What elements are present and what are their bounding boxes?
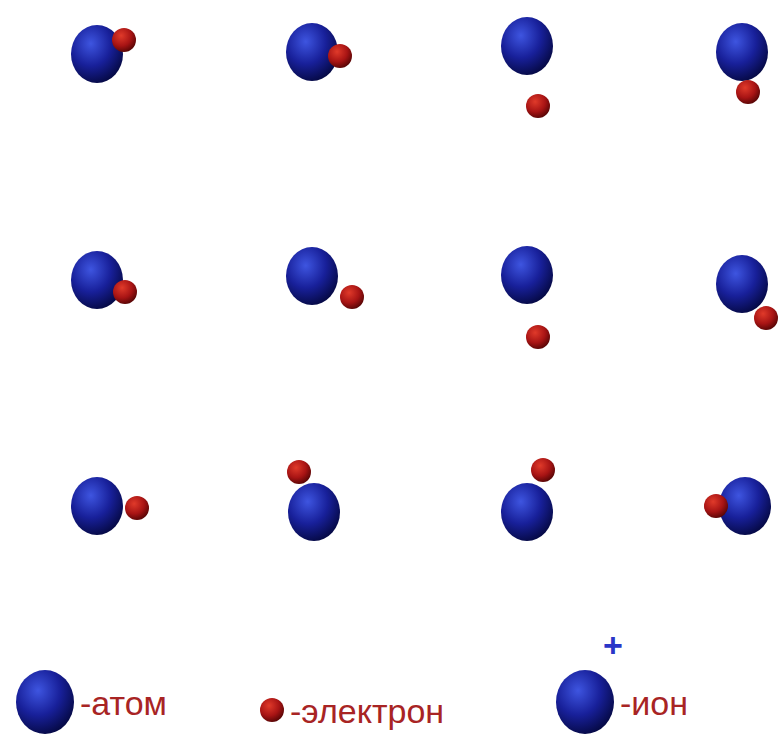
atom — [71, 477, 123, 535]
electron — [754, 306, 778, 330]
atom — [501, 246, 553, 304]
ion-sample — [556, 670, 614, 734]
electron-sample — [260, 698, 284, 722]
legend-samples — [16, 670, 614, 734]
electron — [736, 80, 760, 104]
legend-text: -атом — [80, 686, 167, 720]
atom-sample — [16, 670, 74, 734]
electron — [113, 280, 137, 304]
electron — [112, 28, 136, 52]
legend-text: -электрон — [290, 694, 444, 728]
electron — [526, 94, 550, 118]
electron — [704, 494, 728, 518]
electron — [526, 325, 550, 349]
atom — [716, 255, 768, 313]
atom-grid — [71, 17, 778, 541]
electron — [340, 285, 364, 309]
atom — [286, 247, 338, 305]
legend-text: -ион — [620, 686, 688, 720]
electron — [287, 460, 311, 484]
atom — [501, 483, 553, 541]
electron — [328, 44, 352, 68]
electron — [531, 458, 555, 482]
charge-sign: + — [603, 628, 623, 662]
atom — [288, 483, 340, 541]
atom — [716, 23, 768, 81]
atom — [71, 251, 123, 309]
electron — [125, 496, 149, 520]
atom — [501, 17, 553, 75]
